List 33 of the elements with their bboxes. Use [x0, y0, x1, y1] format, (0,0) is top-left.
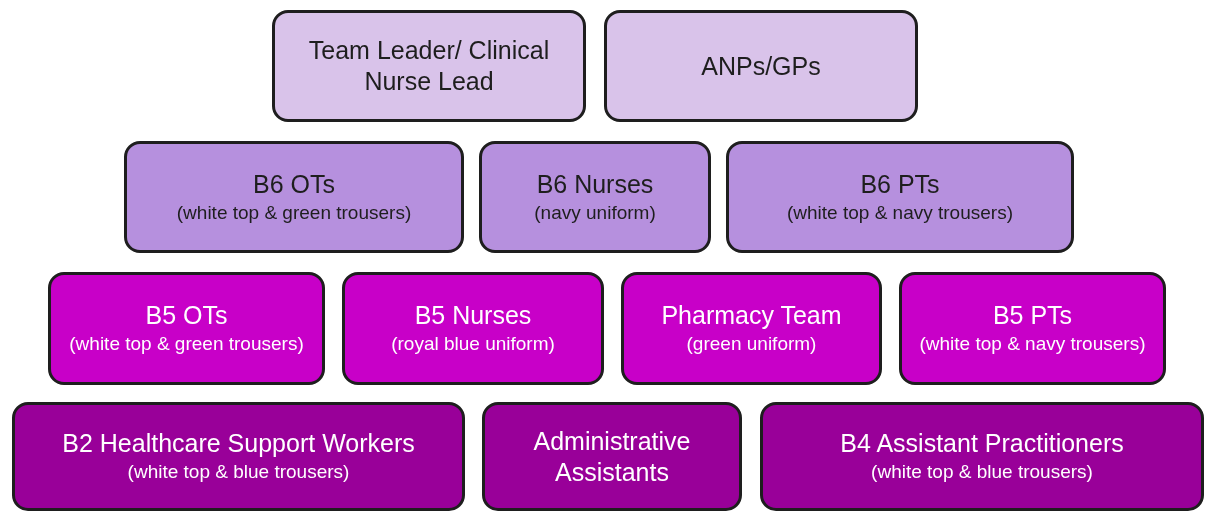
role-title: B5 PTs: [992, 300, 1073, 331]
role-box: [124, 141, 464, 253]
role-title: Team Leader/ Clinical Nurse Lead: [307, 35, 551, 97]
role-title: Administrative Assistants: [532, 425, 692, 488]
uniform-note: (navy uniform): [534, 200, 656, 225]
role-box: [760, 402, 1204, 511]
role-box: [621, 272, 882, 385]
role-title: B6 OTs: [253, 168, 335, 200]
role-box: [604, 10, 918, 122]
role-title: B6 PTs: [860, 168, 940, 200]
role-title: B4 Assistant Practitioners: [840, 428, 1124, 459]
role-title: B6 Nurses: [536, 168, 654, 200]
role-box: [272, 10, 586, 122]
uniform-note: (white top & navy trousers): [919, 332, 1146, 356]
role-box: [479, 141, 711, 253]
role-title: B2 Healthcare Support Workers: [62, 428, 415, 459]
role-box: [899, 272, 1166, 385]
uniform-note: (white top & green trousers): [176, 200, 412, 225]
uniform-note: (green uniform): [686, 332, 817, 356]
role-title: ANPs/GPs: [701, 50, 821, 82]
uniform-note: (white top & green trousers): [69, 332, 304, 356]
uniform-note: (white top & navy trousers): [787, 200, 1013, 225]
role-box: [12, 402, 465, 511]
role-box: [48, 272, 325, 385]
role-box: [482, 402, 742, 511]
uniform-note: (white top & blue trousers): [127, 460, 350, 484]
uniform-note: (white top & blue trousers): [871, 460, 1093, 484]
role-box: [726, 141, 1074, 253]
uniform-note: (royal blue uniform): [391, 332, 555, 356]
role-title: Pharmacy Team: [661, 300, 842, 331]
role-title: B5 Nurses: [414, 300, 532, 331]
role-title: B5 OTs: [145, 300, 228, 331]
role-box: [342, 272, 604, 385]
